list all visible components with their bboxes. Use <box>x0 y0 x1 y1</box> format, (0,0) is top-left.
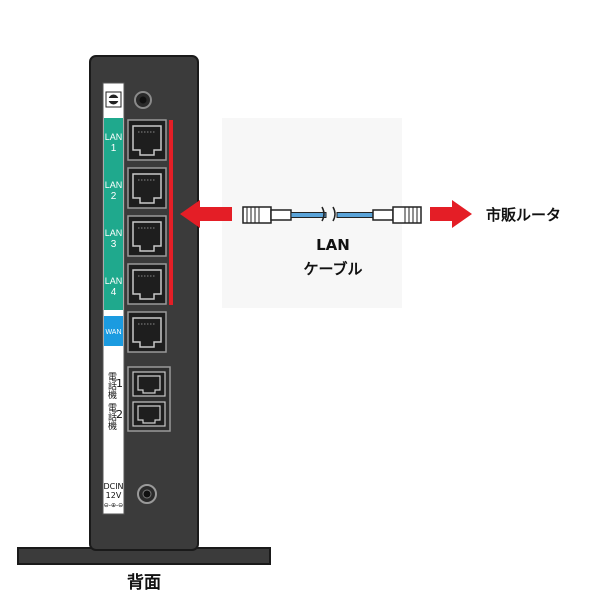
reset-button-icon[interactable] <box>134 91 152 109</box>
lan-label-1: LAN 1 <box>105 132 123 154</box>
destination-label: 市販ルータ <box>486 206 561 224</box>
phone-port-1[interactable] <box>132 371 166 397</box>
phone-label-2: 電話機 <box>106 403 117 431</box>
arrow-to-device <box>180 200 232 228</box>
phone-port-2[interactable] <box>132 401 166 427</box>
dc-voltage: 12V <box>106 491 122 500</box>
lan-label-strip <box>104 118 123 310</box>
svg-text:4: 4 <box>111 287 117 298</box>
svg-text:3: 3 <box>111 239 117 250</box>
cable-label-line2: ケーブル <box>303 260 362 278</box>
svg-text:LAN: LAN <box>105 276 123 286</box>
svg-text:2: 2 <box>111 191 117 202</box>
svg-text:1: 1 <box>111 143 117 154</box>
lan-label-3: LAN 3 <box>105 228 123 250</box>
lan-port-1[interactable] <box>127 119 167 161</box>
wan-port[interactable] <box>127 311 167 353</box>
lan-port-2[interactable] <box>127 167 167 209</box>
lan-highlight-bar <box>169 120 173 305</box>
svg-text:LAN: LAN <box>105 228 123 238</box>
dc-polarity: ⊖-⊕-⊖ <box>104 502 123 509</box>
certification-mark-icon <box>105 91 122 108</box>
wan-label: WAN <box>105 329 121 336</box>
lan-label-4: LAN 4 <box>105 276 123 298</box>
lan-label-2: LAN 2 <box>105 180 123 202</box>
svg-text:LAN: LAN <box>105 132 123 142</box>
phone-label-1: 電話機 <box>106 372 117 400</box>
lan-cable-icon <box>242 206 422 224</box>
svg-text:LAN: LAN <box>105 180 123 190</box>
dc-label: DCIN <box>103 482 123 491</box>
wan-label-bg <box>104 316 123 346</box>
dc-jack-icon[interactable] <box>137 484 157 504</box>
cable-label-line1: LAN <box>316 236 350 254</box>
phone-number-1: 1 <box>116 377 123 390</box>
arrow-to-router <box>430 200 472 228</box>
lan-port-4[interactable] <box>127 263 167 305</box>
rear-caption: 背面 <box>127 572 161 593</box>
lan-port-3[interactable] <box>127 215 167 257</box>
phone-number-2: 2 <box>116 408 123 421</box>
